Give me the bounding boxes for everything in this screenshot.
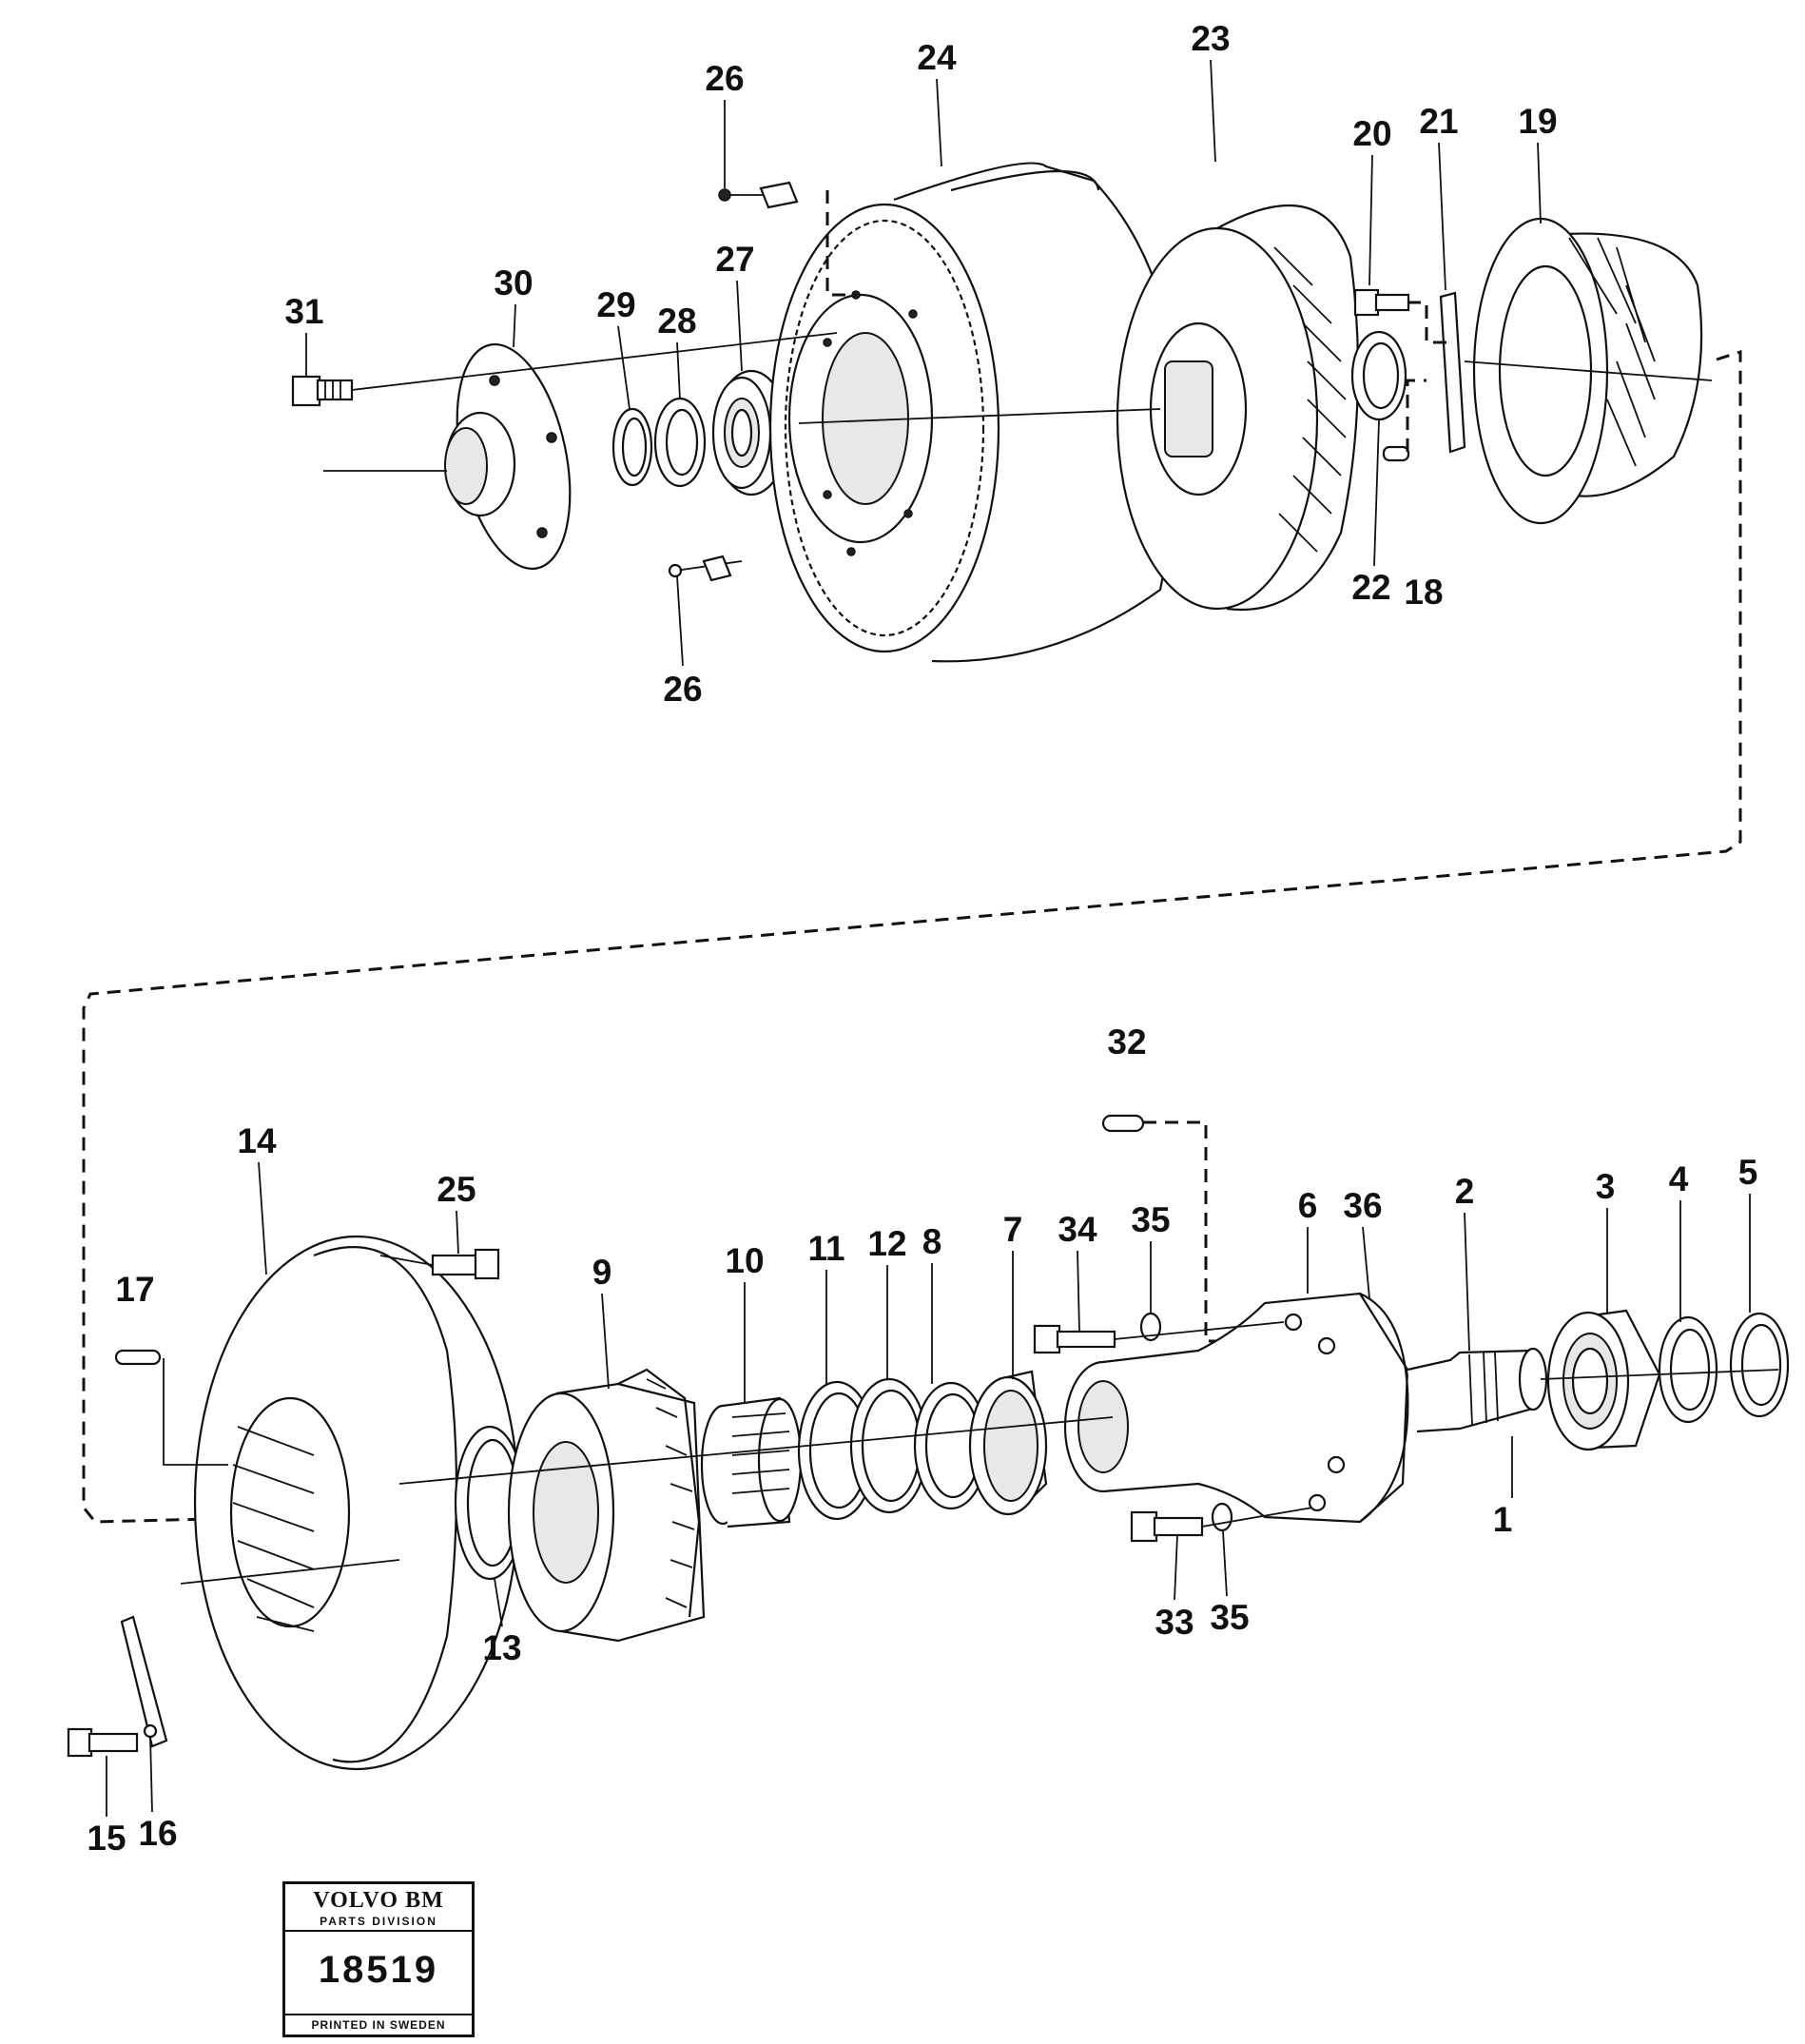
callout-21: 21 — [1419, 102, 1458, 141]
flange-part-30 — [444, 342, 572, 571]
lock-plate-part-16 — [120, 1615, 168, 1748]
callout-28: 28 — [657, 302, 696, 341]
callout-19: 19 — [1518, 102, 1557, 141]
stamp-number: 18519 — [318, 1949, 439, 1991]
callout-11: 11 — [807, 1229, 844, 1268]
callout-17: 17 — [115, 1270, 154, 1309]
callout-27: 27 — [715, 240, 754, 279]
callout-32: 32 — [1107, 1022, 1146, 1061]
callout-26-bottom: 26 — [663, 670, 702, 709]
callout-36: 36 — [1343, 1186, 1382, 1225]
callout-8: 8 — [922, 1222, 942, 1261]
bolt-part-31 — [291, 375, 354, 407]
callout-35-bottom: 35 — [1210, 1598, 1249, 1637]
stator-part-23 — [1116, 204, 1360, 612]
callout-15: 15 — [87, 1819, 126, 1858]
callout-12: 12 — [867, 1224, 906, 1263]
ring-part-28 — [653, 397, 707, 488]
washer-part-35-bottom — [1211, 1502, 1233, 1532]
pump-wheel-part-19 — [1472, 217, 1703, 525]
callout-25: 25 — [437, 1170, 476, 1209]
callout-33: 33 — [1155, 1603, 1194, 1642]
shaft-part-1 — [1407, 1347, 1548, 1433]
stamp-footer: PRINTED IN SWEDEN — [285, 2014, 472, 2034]
housing-part-6 — [1063, 1292, 1409, 1524]
callout-1: 1 — [1493, 1500, 1513, 1539]
needle-bearing-part-10 — [700, 1396, 803, 1528]
pin-part-18 — [1382, 445, 1410, 462]
callout-3: 3 — [1596, 1167, 1616, 1206]
callout-23: 23 — [1191, 19, 1230, 58]
callout-10: 10 — [725, 1241, 764, 1280]
callout-7: 7 — [1003, 1210, 1023, 1249]
snap-ring-part-22 — [1350, 330, 1407, 421]
bolt-part-15 — [67, 1727, 139, 1758]
callout-22: 22 — [1351, 568, 1390, 607]
stamp-brand: VOLVO BM — [313, 1888, 444, 1913]
bolt-part-20 — [1353, 288, 1410, 317]
callout-20: 20 — [1352, 114, 1391, 153]
ring-part-4 — [1658, 1315, 1718, 1424]
bolt-part-25 — [431, 1248, 500, 1280]
callout-14: 14 — [237, 1121, 277, 1160]
callout-24: 24 — [917, 38, 957, 77]
callout-6: 6 — [1298, 1186, 1318, 1225]
pin-part-32 — [1101, 1114, 1145, 1133]
callout-34: 34 — [1058, 1210, 1097, 1249]
callout-35-top: 35 — [1131, 1200, 1170, 1239]
snap-ring-part-29 — [611, 407, 653, 487]
parts-stamp: VOLVO BM PARTS DIVISION 18519 PRINTED IN… — [282, 1881, 475, 2037]
plate-part-26-top — [718, 181, 799, 209]
callout-13: 13 — [482, 1628, 521, 1667]
gear-hub-part-9 — [507, 1368, 706, 1643]
callout-30: 30 — [494, 263, 533, 302]
assembly-connection-dashed-line — [82, 349, 1742, 1524]
bolt-part-34 — [1033, 1324, 1116, 1354]
washer-part-35-top — [1139, 1312, 1162, 1342]
callout-5: 5 — [1738, 1153, 1758, 1192]
callout-numbers: 1 2 3 4 5 6 7 8 9 10 11 12 13 14 15 16 1… — [87, 19, 1757, 1858]
leader-pin-32 — [1143, 1120, 1217, 1343]
callout-29: 29 — [596, 285, 635, 324]
bushing-part-7 — [968, 1370, 1048, 1516]
bolt-part-33 — [1130, 1510, 1204, 1543]
callout-2: 2 — [1455, 1172, 1475, 1211]
plate-part-26-bottom — [668, 555, 732, 582]
callout-4: 4 — [1669, 1159, 1689, 1198]
turbine-housing-part-24 — [768, 162, 1180, 663]
callout-16: 16 — [138, 1814, 177, 1853]
snap-ring-part-5 — [1729, 1312, 1790, 1418]
bearing-part-3 — [1546, 1309, 1661, 1451]
callout-31: 31 — [284, 292, 323, 331]
callout-9: 9 — [592, 1253, 612, 1292]
leader-lines-bottom — [163, 1255, 1779, 1585]
lock-plate-part-21 — [1439, 291, 1466, 454]
stamp-division: PARTS DIVISION — [285, 1915, 472, 1932]
callout-26-top: 26 — [705, 59, 744, 98]
pin-part-17 — [114, 1349, 162, 1366]
callout-18: 18 — [1404, 573, 1443, 612]
